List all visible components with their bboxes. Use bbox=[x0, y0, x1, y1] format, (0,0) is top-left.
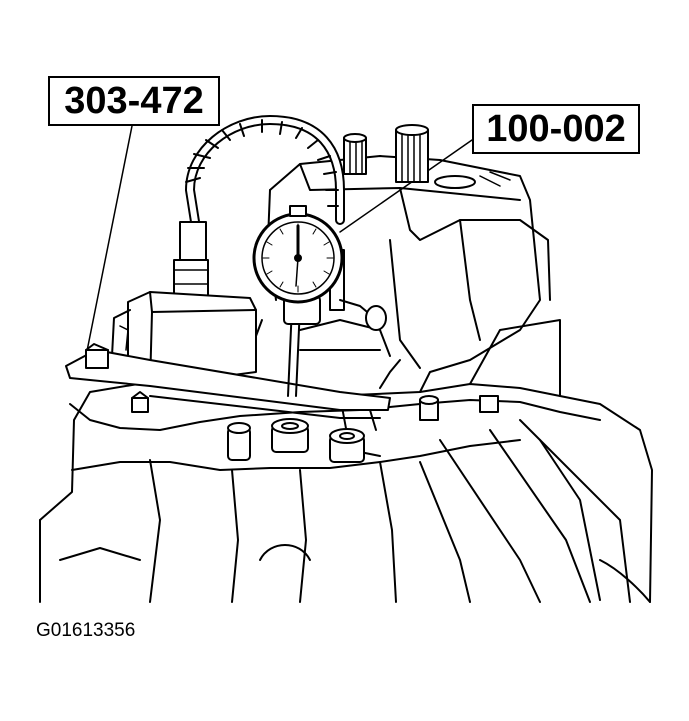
flange-bolts bbox=[131, 391, 499, 463]
module-connector bbox=[173, 221, 209, 297]
wiring-harness bbox=[255, 319, 401, 431]
transmission-case bbox=[39, 319, 653, 603]
callout-303-472-label: 303-472 bbox=[64, 79, 204, 122]
callout-303-472: 303-472 bbox=[48, 76, 220, 126]
leader-100-002 bbox=[339, 139, 473, 233]
leader-303-472 bbox=[85, 125, 133, 357]
coiled-cable bbox=[185, 115, 345, 233]
mounting-bracket bbox=[65, 343, 391, 419]
callout-100-002: 100-002 bbox=[472, 104, 640, 154]
figure-id: G01613356 bbox=[36, 620, 136, 641]
splined-shafts bbox=[343, 124, 511, 189]
callout-100-002-label: 100-002 bbox=[486, 107, 626, 150]
dial-indicator bbox=[252, 205, 344, 304]
